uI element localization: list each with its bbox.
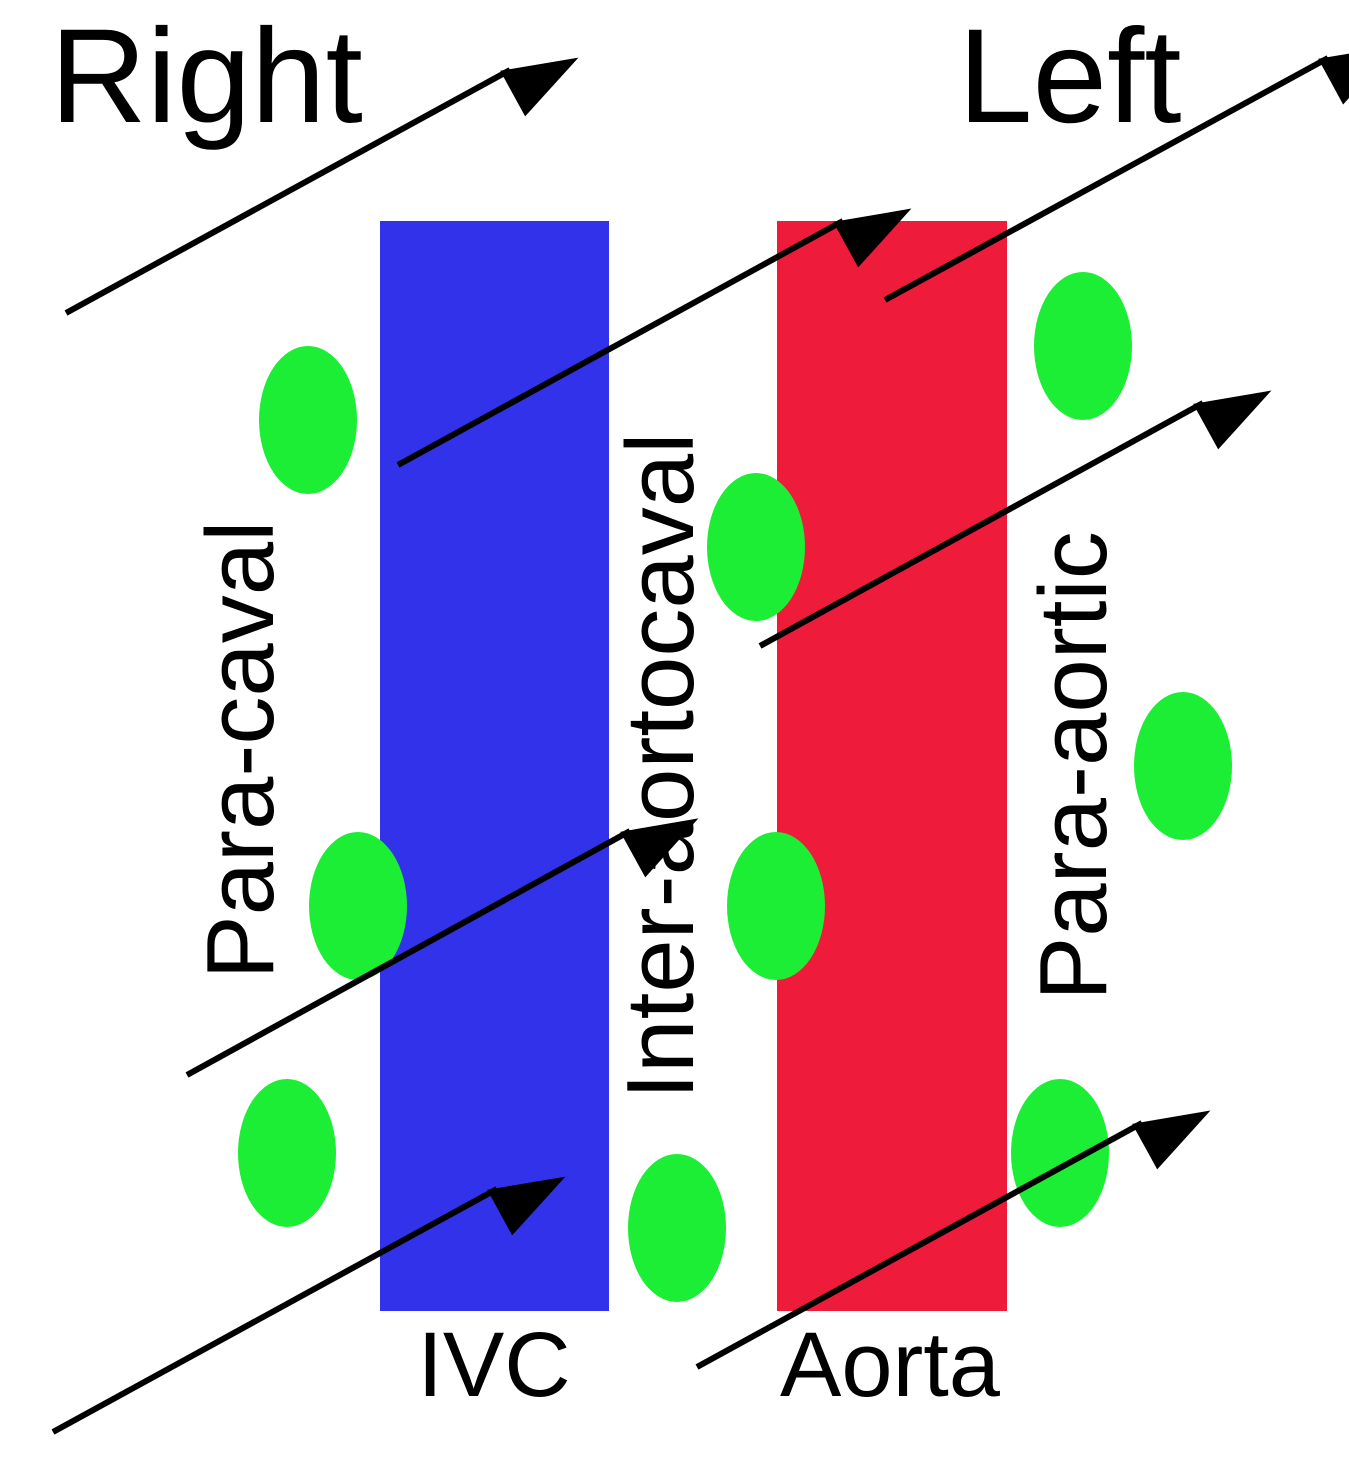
inter-aortocaval-label: Inter-aortocaval [607,433,714,1100]
arrow [883,45,1349,303]
ivc-vessel [380,221,609,1311]
left-label: Left [958,2,1182,151]
arrow [51,1176,566,1435]
para-aortic-label: Para-aortic [1020,531,1127,1001]
lymph-node [259,346,357,494]
lymph-node [238,1079,336,1227]
arrow [396,208,912,468]
lymph-node [309,832,407,980]
direction-arrows [51,45,1349,1435]
lymph-node [1011,1079,1109,1227]
arrow [695,1110,1211,1370]
aorta-label: Aorta [780,1314,1001,1416]
aorta-vessel [777,221,1007,1311]
arrow [185,818,699,1078]
para-caval-label: Para-caval [187,521,294,980]
lymph-node [707,473,805,621]
lymph-node [727,832,825,980]
lymph-nodes [238,272,1232,1302]
lymph-node [1134,692,1232,840]
lymph-node [628,1154,726,1302]
arrow [64,57,579,316]
ivc-label: IVC [417,1314,570,1416]
right-label: Right [50,2,363,151]
lymph-node [1034,272,1132,420]
arrow [758,390,1272,649]
